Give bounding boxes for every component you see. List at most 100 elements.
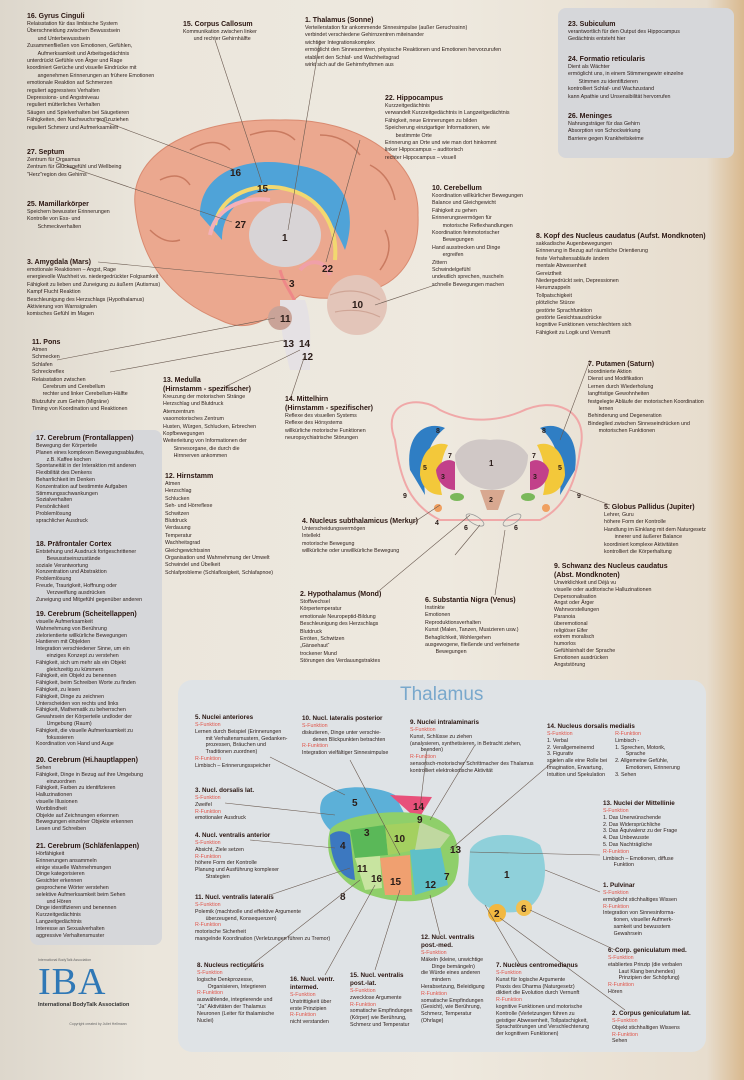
section-line: überemotional [554, 620, 588, 627]
section-line: Wortblindheit [36, 805, 67, 812]
section-line: fokussieren [36, 734, 74, 741]
brain-label: 27 [235, 220, 247, 231]
section-schwanz-nucleus-caudatus: 9. Schwanz des Nucleus caudatus (Abst. M… [554, 562, 668, 668]
section-line: Schreckreflex [32, 369, 65, 376]
section-line: Schlafprobleme (Schlaflosigkeit, Schlafa… [165, 569, 274, 576]
function-label: R-Funktion [195, 755, 221, 762]
thalamus-label: 6 [521, 904, 527, 915]
section-line: Instinkte [425, 605, 445, 611]
section-line: Kampf Flucht Reaktion [27, 289, 81, 296]
section-title: 5. Nuclei anteriores [195, 714, 254, 721]
function-label: S-Funktion [608, 955, 634, 961]
section-line: Stimmungsschwankungen [36, 490, 98, 497]
section-title: 3. Nucl. dorsalis lat. [195, 787, 255, 794]
section-line: Bindeglied zwischen Sinneseindrücken und [588, 420, 690, 427]
section-line: reguliert aggressives Verhalten [27, 87, 100, 94]
section-line: Koordination willkürlicher Bewegungen [432, 193, 523, 199]
section-line: Bewegung der Körperteile [36, 443, 98, 449]
section-line: tionen, visueller Aufmerk- [603, 917, 674, 924]
section-cerebrum-scheitellappen: 19. Cerebrum (Scheitellappen)visuelle Au… [36, 610, 137, 748]
section-line: motorischen Funktionen [588, 428, 656, 435]
section-line: höhere Form der Kontrolle [195, 860, 257, 867]
section-line: kontrolliert elektrokortische Aktivität [410, 767, 493, 774]
section-line: Kommunikation zwischen linker [183, 29, 257, 35]
section-line: (Körper) wie Berührung, [350, 1015, 407, 1022]
section-line: Unterscheiden von rechts und links [36, 700, 119, 707]
sagittal-brain-diagram: 16 15 27 1 22 3 10 11 13 14 12 [54, 39, 436, 401]
section-line: Freude, Traurigkeit, Hoffnung oder [36, 582, 117, 589]
section-line: und Unterbewusstsein [27, 35, 91, 42]
section-line: etabliertes Prinzip (die verbalen [608, 961, 683, 968]
section-line: Herumzappeln [536, 285, 571, 292]
section-line: Schmerz und Temperatur [350, 1021, 410, 1028]
function-label: R-Funktion [290, 1012, 316, 1019]
section-line: religiöser Eifer [554, 627, 588, 634]
section-line: Fähigkeit, Farben zu identifizieren [36, 785, 116, 792]
section-line: unterdrückt Gefühle von Ärger und Rage [27, 58, 123, 65]
section-title: 5. Globus Pallidus (Jupiter) [604, 504, 695, 511]
section-line: Dinge kategorisieren [36, 871, 85, 878]
function-label: R-Funktion [603, 848, 629, 855]
section-line: linker Hippocampus – auditorisch [385, 147, 464, 154]
section-title: 4. Nucl. ventralis anterior [195, 832, 271, 839]
section-line: der kognitiven Funktionen) [496, 1031, 559, 1038]
section-title: 18. Präfrontaler Cortex [36, 541, 112, 548]
section-line: reguliert mütterliches Verhalten [27, 102, 101, 109]
brain-label: 13 [283, 339, 295, 350]
thalamus-label: 13 [450, 845, 462, 856]
section-line: Behaglichkeit, Wohlergehen [425, 634, 491, 641]
function-label: S-Funktion [195, 795, 221, 801]
section-line: 2. Verallgemeinernd [547, 744, 595, 751]
brain-label: 14 [299, 339, 311, 350]
section-line: 1. Sprechen, Motorik, [615, 744, 666, 751]
section-line: Hörfähigkeit [36, 851, 65, 857]
section-line: wirkt sich auf die Gehirnrhythmen aus [305, 62, 394, 69]
section-line: Fähigkeit, die visuelle Aufmerksamkeit z… [36, 727, 133, 734]
section-line: Bewegungen einzelner Objekte erkennen [36, 819, 134, 826]
section-line: Interesse an Sexualverhalten [36, 925, 105, 932]
section-line: Kontrolle (Verletzungen führen zu [496, 1010, 575, 1017]
section-line: Sinnesorgane, die durch die [163, 445, 240, 452]
section-line: höhere Form der Kontrolle [604, 519, 666, 526]
section-line: Fähigkeit, Dinge in Bezug auf ihre Umgeb… [36, 771, 143, 778]
section-line: Störungen des Verdauungstraktes [300, 658, 381, 665]
section-line: Schlafen [32, 361, 53, 368]
info-box-right-top [558, 8, 734, 158]
section-title: 22. Hippocampus [385, 95, 443, 102]
section-line: gestörte Gesichtsausdrücke [536, 315, 602, 322]
section-line: verwandelt Kurzzeitgedächtnis in Langzei… [385, 110, 510, 117]
section-line: Problemlösung [36, 576, 72, 583]
section-line: Schwindel und Übelkeit [165, 562, 221, 569]
section-line: Sozialverhalten [36, 497, 73, 504]
section-line: Emotionen ausdrücken [554, 654, 609, 661]
section-line: (analysieren, synthetisieren, in Betrach… [410, 740, 522, 747]
section-line: überzeugend, Konsequenzen) [195, 915, 277, 922]
section-line: schnelle Bewegungen machen [432, 281, 505, 288]
section-line: Fähigkeit, ein Objekt zu benennen [36, 673, 117, 680]
section-line: Fähigkeit zu lieben und Zuneigung zu äuß… [27, 281, 161, 288]
section-line: Bewegungen [432, 237, 474, 244]
section-line: Verdauung [165, 525, 191, 532]
function-label: R-Funktion [195, 808, 221, 815]
section-line: Zentrum für Glücksgefühl und Wellbeing [27, 164, 122, 171]
section-line: Spontaneität in der Interaktion mit ande… [36, 463, 137, 470]
section-line: mindern [421, 977, 451, 984]
section-line: Limbisch - [615, 737, 640, 744]
section-line: zwecklose Argumente [350, 994, 402, 1001]
section-line: Behinderung und Degeneration [588, 413, 662, 420]
section-line: koordiniert komplexe Aktivitäten [604, 541, 679, 548]
function-label: R-Funktion [302, 743, 328, 750]
section-line: Angststörung [554, 661, 586, 668]
section-line: Erröten, Schwitzen [300, 636, 345, 643]
